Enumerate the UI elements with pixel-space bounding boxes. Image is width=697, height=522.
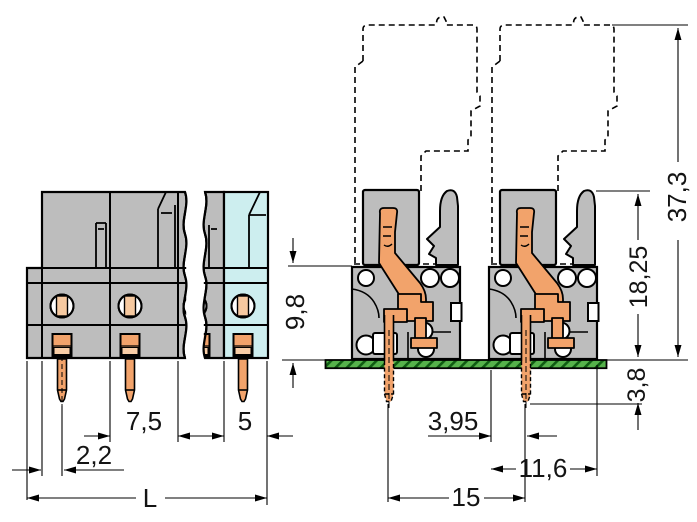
dim-pitch-5-label: 5 — [238, 406, 252, 436]
front-slot-position-2 — [157, 191, 176, 268]
front-contact-2 — [119, 333, 141, 357]
front-view — [25, 190, 270, 406]
front-slot-strip — [208, 225, 217, 268]
pcb-board — [324, 359, 608, 370]
break-line-left — [182, 191, 188, 359]
front-pins — [56, 356, 249, 406]
dim-pin-row-span-label: 15 — [452, 482, 481, 512]
front-contact-4 — [232, 333, 254, 357]
dim-edge-to-pin-depth-label: 3,95 — [428, 406, 479, 436]
front-pin-3 — [237, 358, 249, 403]
dim-edge-to-pin-label: 2,2 — [76, 440, 112, 470]
dim-total-height-label: 37,3 — [662, 172, 692, 223]
break-line-right — [202, 191, 208, 359]
front-slot-position-1 — [95, 222, 107, 268]
dimension-labels: 7,5 5 2,2 L 3,95 15 11,6 9,8 18,25 37,3 … — [76, 172, 692, 513]
front-hole-1 — [49, 293, 75, 319]
front-pin-2 — [124, 358, 136, 403]
break-gap — [186, 190, 204, 360]
dim-height-above-board-label: 18,25 — [625, 246, 653, 309]
dim-pitch-7-5-label: 7,5 — [126, 406, 162, 436]
front-hole-2 — [117, 293, 143, 319]
front-body-5mm-variant — [222, 190, 270, 360]
side-view-2 — [487, 15, 619, 410]
dim-total-length-label: L — [143, 483, 157, 513]
front-body-left-section — [25, 190, 188, 360]
dim-housing-depth-label: 11,6 — [519, 453, 568, 483]
front-slot-blue — [248, 191, 266, 268]
front-contact-1 — [51, 333, 73, 357]
dimension-lines — [12, 24, 688, 505]
front-hole-4 — [230, 293, 256, 319]
front-dividers — [41, 192, 179, 358]
extension-lines — [26, 24, 688, 505]
dim-pin-below-board-label: 3,8 — [623, 368, 651, 403]
dim-collar-to-board-label: 9,8 — [280, 294, 310, 330]
side-view-1 — [350, 15, 482, 410]
front-horizontal-lines — [27, 267, 268, 326]
